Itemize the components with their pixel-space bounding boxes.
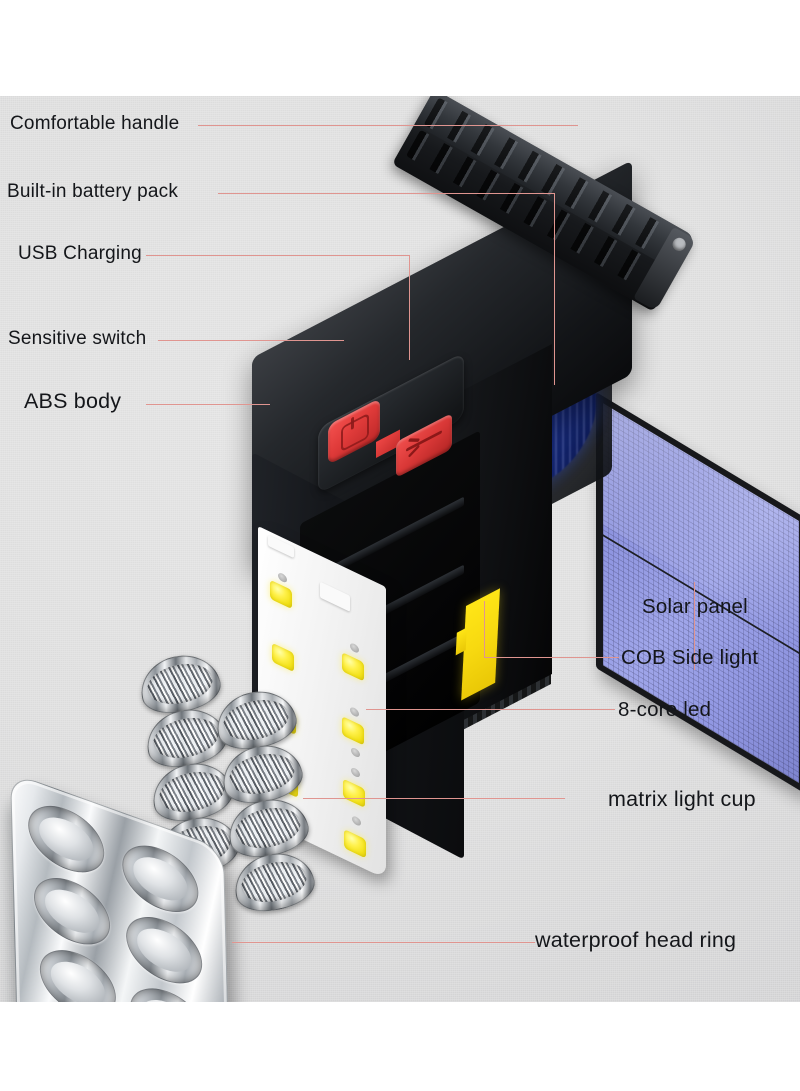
label-solar-panel: Solar panel: [642, 595, 748, 618]
pcb-pad: [351, 746, 360, 759]
leader-line-sensitive-switch: [158, 340, 344, 342]
pcb-tab: [320, 581, 350, 612]
label-matrix-light-cup: matrix light cup: [608, 787, 756, 811]
led-chip: [343, 778, 365, 809]
pcb-pad: [351, 766, 360, 779]
flashlight-assembly: [0, 96, 800, 1002]
head-ring-hole: [39, 939, 117, 1002]
head-ring-hole: [125, 906, 203, 995]
leader-line-comfortable-handle: [198, 125, 578, 127]
label-abs-body: ABS body: [24, 389, 122, 413]
label-usb-charging: USB Charging: [18, 243, 142, 264]
head-ring-hole: [121, 834, 200, 923]
pcb-pad: [352, 814, 361, 828]
head-ring-hole: [33, 867, 111, 956]
label-waterproof-head-ring: waterproof head ring: [535, 928, 737, 952]
product-photo: [0, 96, 800, 1002]
label-sensitive-switch: Sensitive switch: [8, 328, 147, 349]
leader-line-cob-side-light-rise: [484, 601, 486, 658]
leader-line-usb-charging-drop: [409, 255, 411, 360]
leader-line-built-in-battery-pack-drop: [554, 193, 556, 385]
usb-icon-prong: [407, 438, 421, 442]
leader-line-built-in-battery-pack: [218, 193, 555, 195]
label-8-core-led: 8-core led: [618, 698, 712, 721]
light-cup: [147, 756, 237, 828]
led-chip: [342, 652, 364, 682]
pcb-pad: [350, 705, 359, 719]
leader-line-abs-body: [146, 404, 270, 406]
label-comfortable-handle: Comfortable handle: [10, 113, 180, 134]
leader-line-usb-charging: [146, 255, 410, 257]
led-chip: [342, 716, 364, 746]
light-cup: [135, 648, 225, 720]
leader-line-solar-panel: [694, 582, 696, 670]
head-ring-hole: [27, 795, 105, 883]
label-built-in-battery-pack: Built-in battery pack: [7, 181, 179, 202]
leader-line-8-core-led: [366, 709, 615, 711]
pcb-pad: [278, 571, 287, 584]
light-cup: [229, 846, 319, 918]
pcb-pad: [350, 641, 359, 655]
leader-line-matrix-light-cup: [303, 798, 565, 800]
light-cup: [141, 702, 231, 774]
solar-panel-part: [596, 392, 800, 795]
led-chip: [272, 642, 294, 673]
led-chip: [344, 829, 366, 859]
label-cob-side-light: COB Side light: [621, 646, 759, 669]
led-chip: [270, 579, 292, 610]
leader-line-waterproof-head-ring: [232, 942, 535, 944]
power-icon-stem: [351, 416, 354, 431]
leader-line-cob-side-light: [484, 657, 619, 659]
